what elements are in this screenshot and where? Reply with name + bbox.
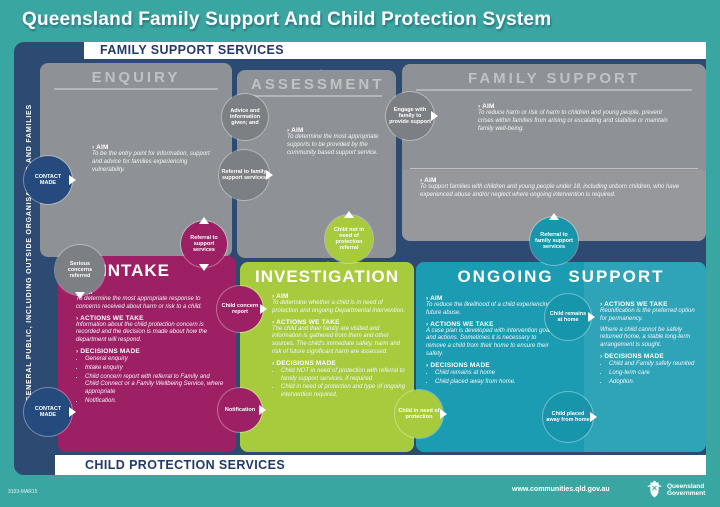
connector-child-remains-at-home: Child remains at home [545, 294, 595, 340]
decisions-label: › DECISIONS MADE [76, 347, 140, 355]
investigation-heading: INVESTIGATION [255, 267, 399, 286]
connector-contact-made-bottom: CONTACT MADE [24, 388, 76, 436]
coat-of-arms-icon [647, 480, 662, 498]
connector-child-in-need-of-protection: Child in need of protection [395, 390, 447, 438]
decision-item: Child in need of protection and type of … [281, 384, 406, 400]
aim-label: › AIM [76, 289, 224, 296]
connector-label: Child concern report [221, 302, 259, 315]
connector-label: Child remains at home [549, 310, 587, 323]
ongoing-support-heading: ONGOING SUPPORT [457, 267, 665, 286]
connector-label: Referral to family support services [221, 168, 267, 181]
aim-text: To determine the most appropriate suppor… [287, 134, 379, 156]
connector-label: Child not in need of protection referral [333, 226, 365, 252]
connector-label: Advice and information given; and [229, 107, 261, 127]
connector-label: Engage with family to provide support [389, 106, 431, 126]
family-support-services-band: FAMILY SUPPORT SERVICES [84, 42, 706, 59]
decision-item: General enquiry [85, 356, 224, 364]
decision-item: Notification. [85, 398, 224, 406]
connector-referral-family-support-teal: Referral to family support services [530, 213, 578, 265]
aim-text: To reduce the likelihood of a child expe… [426, 302, 551, 316]
queensland-government-logo: Queensland Government [646, 480, 705, 500]
decision-item: Child NOT in need of protection with ref… [281, 368, 406, 384]
ongoing-right-content: › ACTIONS WE TAKE Reunification is the p… [600, 298, 698, 387]
ongoing-left-content: › AIM To reduce the likelihood of a chil… [426, 292, 554, 387]
connector-label: Child in need of protection [398, 407, 440, 420]
aim-text: To determine whether a child is in need … [272, 300, 406, 314]
connector-notification: Notification [218, 388, 266, 432]
actions-text: The child and their family are visited a… [272, 325, 401, 355]
decision-item: Adoption. [609, 379, 698, 387]
assessment-heading: ASSESSMENT [251, 76, 382, 97]
connector-contact-made-top: CONTACT MADE [24, 156, 76, 204]
enquiry-heading: ENQUIRY [54, 69, 218, 90]
family-support-heading: FAMILY SUPPORT [416, 70, 692, 91]
family-support-aim2-block: › AIM To support families with children … [420, 174, 698, 200]
aim-label: › AIM [272, 293, 289, 300]
aim-text: To reduce harm or risk of harm to childr… [478, 110, 668, 132]
connector-label: Child placed away from home [546, 410, 590, 423]
connector-serious-concerns-referred: Serious concerns referred [55, 245, 105, 299]
sidebar-vertical-label: GENERAL PUBLIC, INCLUDING OUTSIDE ORGANI… [25, 104, 33, 402]
logo-text-line2: Government [667, 490, 706, 497]
investigation-content: › AIM To determine whether a child is in… [272, 290, 406, 401]
actions-text: A case plan is developed with interventi… [426, 327, 554, 357]
connector-label: Referral to family support services [535, 231, 573, 251]
aim-label: › AIM [478, 103, 495, 110]
family-support-services-heading: FAMILY SUPPORT SERVICES [100, 43, 285, 57]
connector-child-not-in-need-of-protection: Child not in need of protection referral [325, 211, 373, 263]
ongoing-right-section [584, 262, 706, 452]
actions-text: Information about the child protection c… [76, 321, 208, 344]
website-url: www.communities.qld.gov.au [512, 486, 610, 493]
actions-label: › ACTIONS WE TAKE [426, 320, 494, 328]
actions-text-2: Where a child cannot be safely returned … [600, 326, 691, 349]
decisions-list: General enquiryIntake enquiryChild conce… [76, 356, 224, 406]
connector-label: Referral to support services [190, 234, 218, 254]
panel-investigation: INVESTIGATION › AIM To determine whether… [240, 261, 414, 452]
aim-label: › AIM [92, 144, 109, 151]
child-protection-services-heading: CHILD PROTECTION SERVICES [85, 458, 286, 472]
connector-advice-information: Advice and information given; and [222, 94, 268, 140]
connector-label: Serious concerns referred [67, 260, 93, 280]
aim-label: › AIM [287, 127, 304, 134]
section-divider [410, 168, 698, 169]
aim-text: To determine the most appropriate respon… [76, 296, 203, 310]
connector-label: CONTACT MADE [34, 405, 62, 418]
logo-text-line1: Queensland [667, 482, 705, 490]
decisions-label: › DECISIONS MADE [426, 361, 490, 369]
family-support-aim1-block: › AIM To reduce harm or risk of harm to … [478, 100, 678, 133]
connector-engage-family: Engage with family to provide support [386, 92, 438, 140]
connector-label: CONTACT MADE [34, 173, 62, 186]
connector-child-placed-away-from-home: Child placed away from home [543, 392, 597, 442]
intake-heading: INTAKE [102, 261, 171, 280]
connector-referral-support-services: Referral to support services [181, 217, 227, 271]
decision-item: Child and Family safely reunited [609, 361, 698, 369]
decision-item: Long-term care [609, 370, 698, 378]
decisions-label: › DECISIONS MADE [600, 352, 664, 360]
decision-item: Child remains at home [435, 370, 554, 378]
child-protection-services-band: CHILD PROTECTION SERVICES [55, 455, 706, 475]
connector-label: Notification [224, 406, 256, 413]
decisions-label: › DECISIONS MADE [272, 359, 336, 367]
connector-child-concern-report: Child concern report [217, 286, 267, 332]
enquiry-aim-block: › AIM To be the entry point for informat… [92, 141, 216, 174]
actions-text-1: Reunification is the preferred option fo… [600, 308, 695, 322]
decision-item: Intake enquiry [85, 365, 224, 373]
connector-referral-family-support-gray: Referral to family support services [219, 150, 273, 200]
assessment-aim-block: › AIM To determine the most appropriate … [287, 124, 389, 157]
page-title: Queensland Family Support And Child Prot… [22, 9, 552, 30]
decision-item: Child concern report with referral to Fa… [85, 374, 224, 397]
decisions-list: Child NOT in need of protection with ref… [272, 368, 406, 400]
actions-label: › ACTIONS WE TAKE [76, 314, 144, 322]
document-code: 3103-MAR15 [8, 489, 38, 495]
decision-item: Child placed away from home. [435, 379, 554, 387]
aim-text: To be the entry point for information, s… [92, 151, 210, 173]
aim-text: To support families with children and yo… [420, 184, 679, 198]
actions-label: › ACTIONS WE TAKE [272, 318, 340, 326]
actions-label: › ACTIONS WE TAKE [600, 301, 668, 308]
decisions-list: Child and Family safely reunitedLong-ter… [600, 361, 698, 386]
aim-label: › AIM [420, 177, 437, 184]
aim-label: › AIM [426, 295, 443, 302]
intake-content: › AIM To determine the most appropriate … [76, 286, 224, 407]
